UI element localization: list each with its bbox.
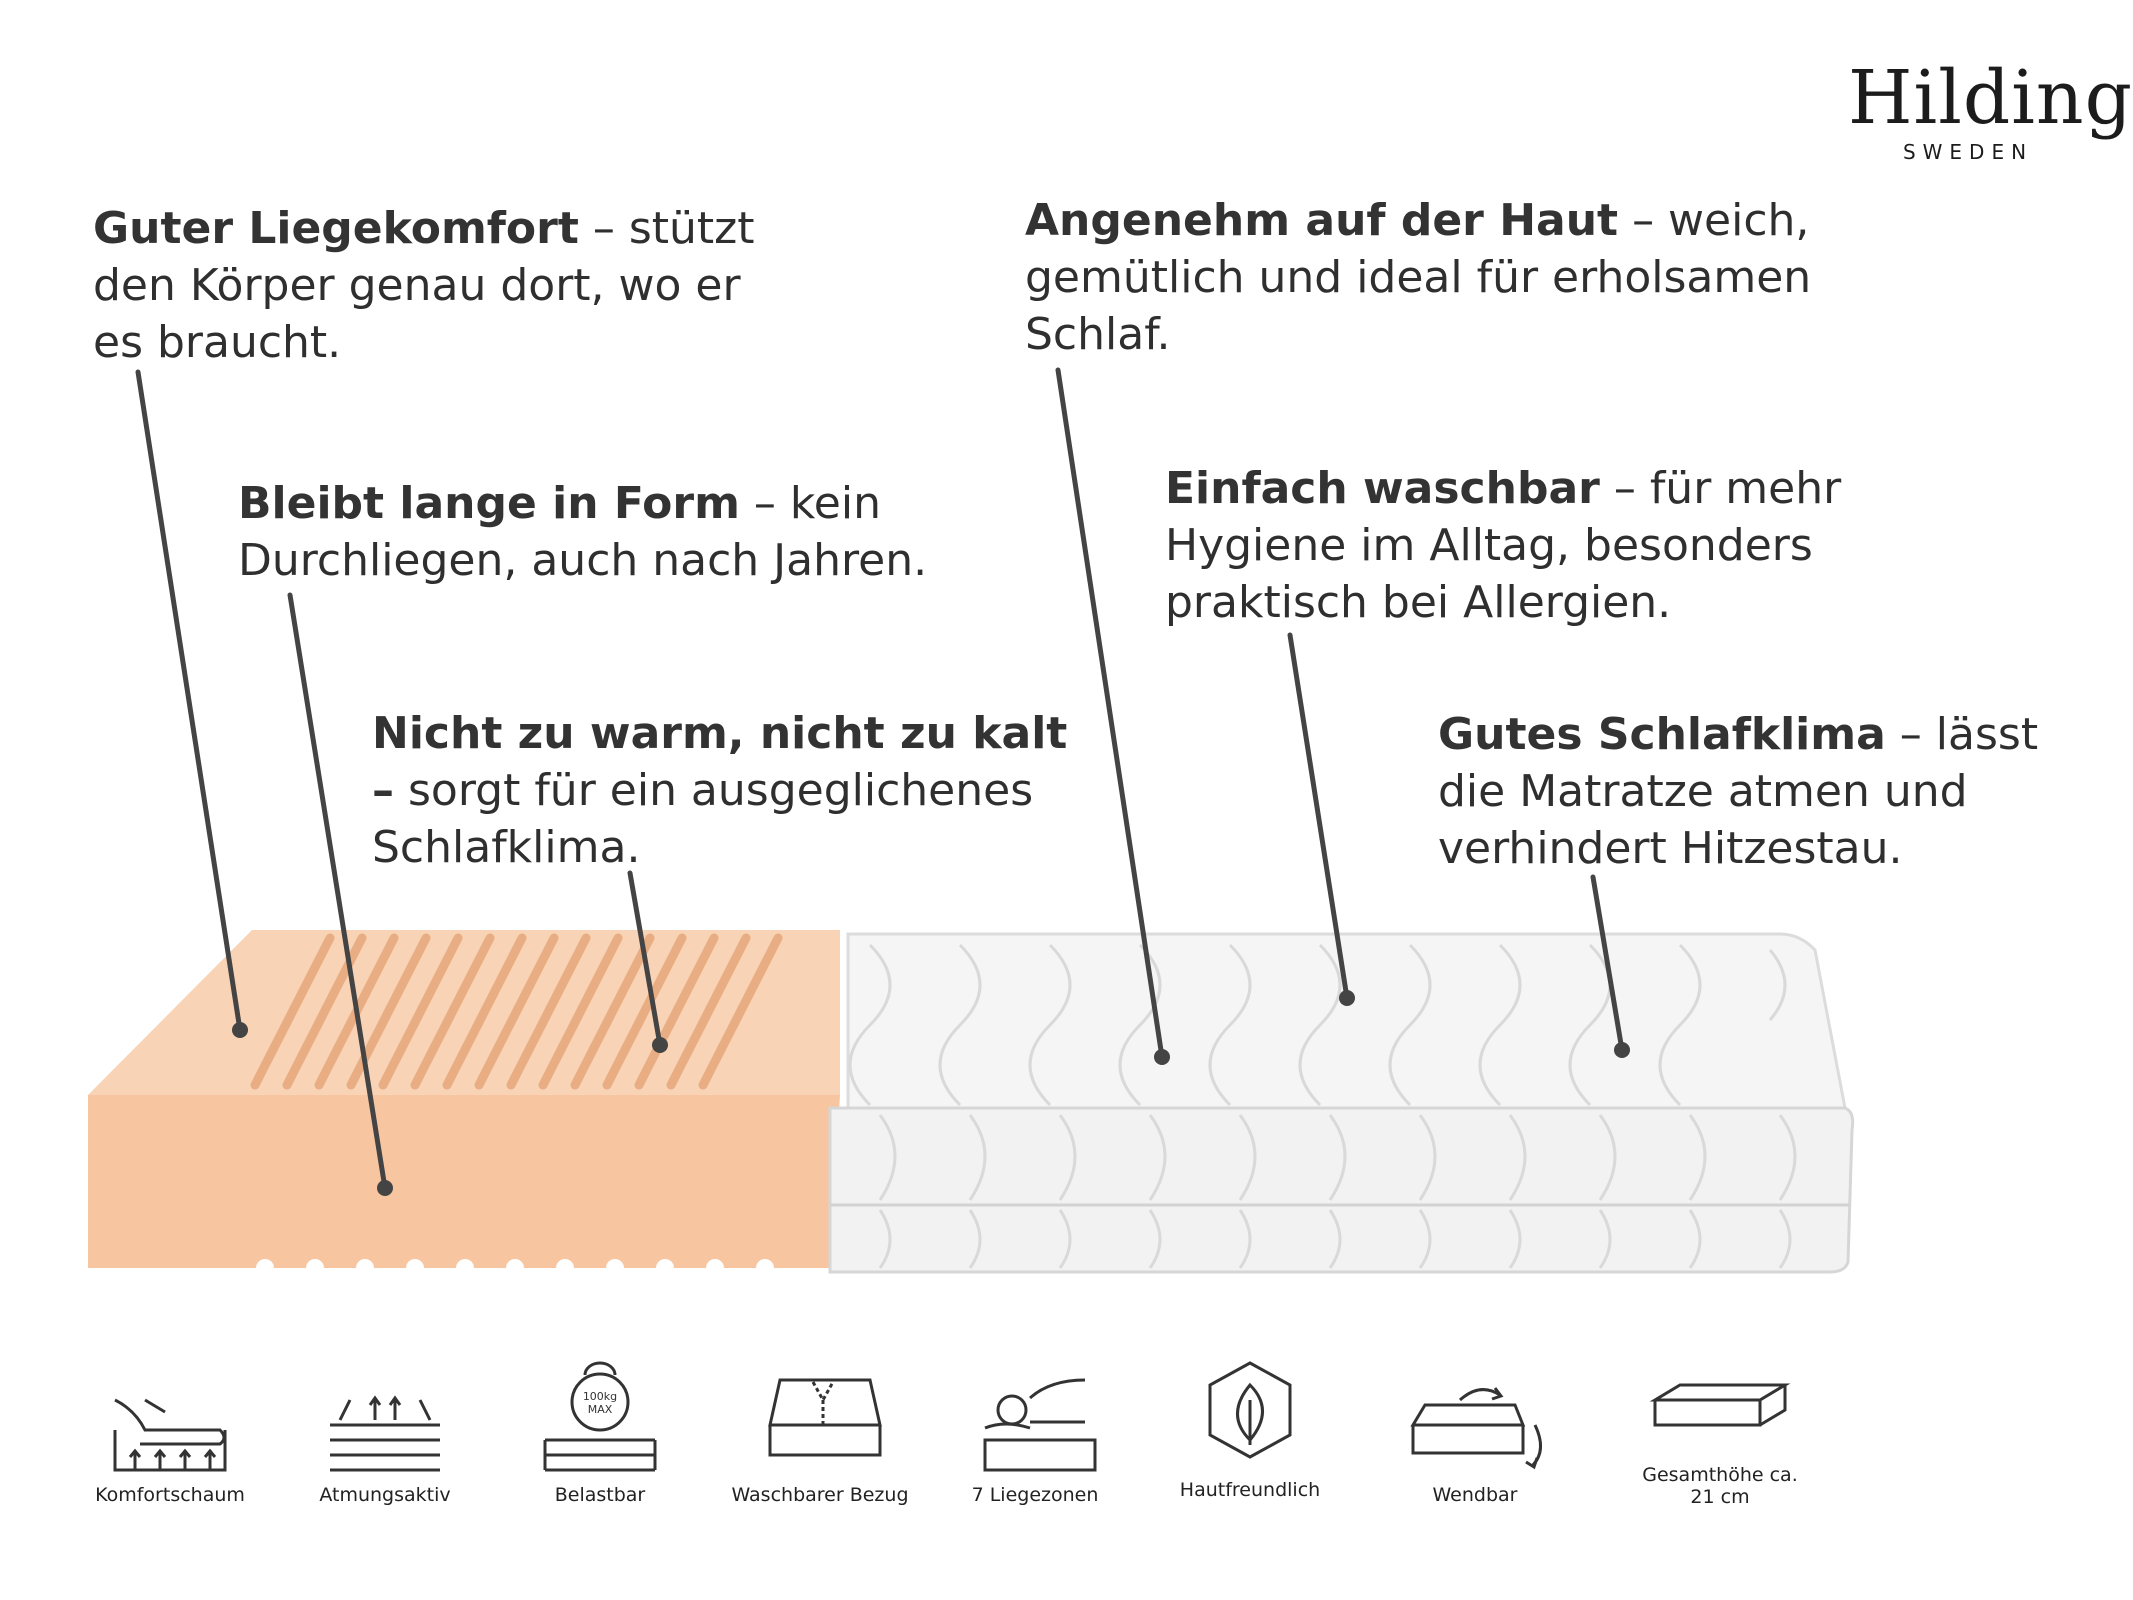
callout-haut: Angenehm auf der Haut – weich, gemütlich… bbox=[1025, 192, 1825, 363]
feature-komfortschaum: Komfortschaum bbox=[80, 1370, 260, 1506]
callout-klima: Gutes Schlafklima – lässt die Matratze a… bbox=[1438, 706, 2118, 877]
feature-label: Atmungsaktiv bbox=[319, 1484, 451, 1506]
zones-icon bbox=[983, 1378, 1097, 1472]
callout-waschbar-title: Einfach waschbar bbox=[1165, 463, 1600, 514]
feature-atmungsaktiv: Atmungsaktiv bbox=[295, 1370, 475, 1506]
feature-belastbar: 100kg MAX Belastbar bbox=[510, 1350, 690, 1506]
foam-holes bbox=[256, 1259, 774, 1277]
reversible-icon bbox=[1410, 1387, 1542, 1470]
callout-haut-text: – weich, gemütlich und ideal für erholsa… bbox=[1025, 195, 1812, 360]
skin-friendly-icon bbox=[1208, 1361, 1292, 1459]
callout-waschbar: Einfach waschbar – für mehr Hygiene im A… bbox=[1165, 460, 1915, 631]
brand-logo: Hilding SWEDEN bbox=[1848, 55, 2133, 164]
brand-sub: SWEDEN bbox=[1902, 140, 2034, 164]
foam-grooves bbox=[250, 933, 783, 1090]
feature-hautfreundlich: Hautfreundlich bbox=[1160, 1355, 1340, 1501]
height-icon bbox=[1649, 1383, 1791, 1427]
callout-form: Bleibt lange in Form – kein Durchliegen,… bbox=[238, 475, 1018, 589]
feature-label: Waschbarer Bezug bbox=[731, 1484, 909, 1506]
foam-front bbox=[88, 1095, 840, 1268]
feature-label: 7 Liegezonen bbox=[971, 1484, 1099, 1506]
callout-warm-text: sorgt für ein ausgeglichenes Schlafklima… bbox=[372, 765, 1034, 873]
brand-name: Hilding bbox=[1848, 55, 2133, 141]
callout-haut-title: Angenehm auf der Haut bbox=[1025, 195, 1619, 246]
callout-warm-title: Nicht zu warm, nicht zu kalt – bbox=[372, 708, 1068, 816]
callout-warm: Nicht zu warm, nicht zu kalt – sorgt für… bbox=[372, 705, 1092, 876]
callout-form-title: Bleibt lange in Form bbox=[238, 478, 740, 529]
callout-klima-text: – lässt die Matratze atmen und verhinder… bbox=[1438, 709, 2039, 874]
callout-komfort-text: – stützt den Körper genau dort, wo er es… bbox=[93, 203, 755, 368]
cover-top bbox=[846, 932, 1847, 1110]
comfort-foam-icon bbox=[113, 1398, 227, 1472]
callout-waschbar-text: – für mehr Hygiene im Alltag, besonders … bbox=[1165, 463, 1842, 628]
callout-komfort-title: Guter Liegekomfort bbox=[93, 203, 579, 254]
washable-cover-icon bbox=[768, 1378, 882, 1457]
feature-icons: Komfortschaum Atmungsaktiv 100kg MAX Bel… bbox=[80, 1350, 1880, 1530]
callout-klima-title: Gutes Schlafklima bbox=[1438, 709, 1886, 760]
weight-icon bbox=[543, 1361, 657, 1472]
feature-label: Belastbar bbox=[554, 1484, 646, 1506]
feature-label: Hautfreundlich bbox=[1179, 1479, 1321, 1501]
callout-komfort: Guter Liegekomfort – stützt den Körper g… bbox=[93, 200, 793, 371]
feature-gesamthoehe: Gesamthöhe ca. 21 cm bbox=[1630, 1370, 1810, 1508]
feature-wendbar: Wendbar bbox=[1385, 1370, 1565, 1506]
feature-label: Wendbar bbox=[1432, 1484, 1518, 1506]
feature-label: Komfortschaum bbox=[95, 1484, 245, 1506]
feature-label: Gesamthöhe ca. 21 cm bbox=[1642, 1464, 1798, 1508]
breathable-icon bbox=[330, 1395, 440, 1472]
weight-badge: 100kg MAX bbox=[582, 1390, 618, 1416]
cover-quilting bbox=[848, 943, 1797, 1269]
callout-form-text: – kein Durchliegen, auch nach Jahren. bbox=[238, 478, 928, 586]
cover-front bbox=[828, 1106, 1855, 1274]
feature-waschbarer-bezug: Waschbarer Bezug bbox=[730, 1370, 910, 1506]
feature-liegezonen: 7 Liegezonen bbox=[945, 1370, 1125, 1506]
